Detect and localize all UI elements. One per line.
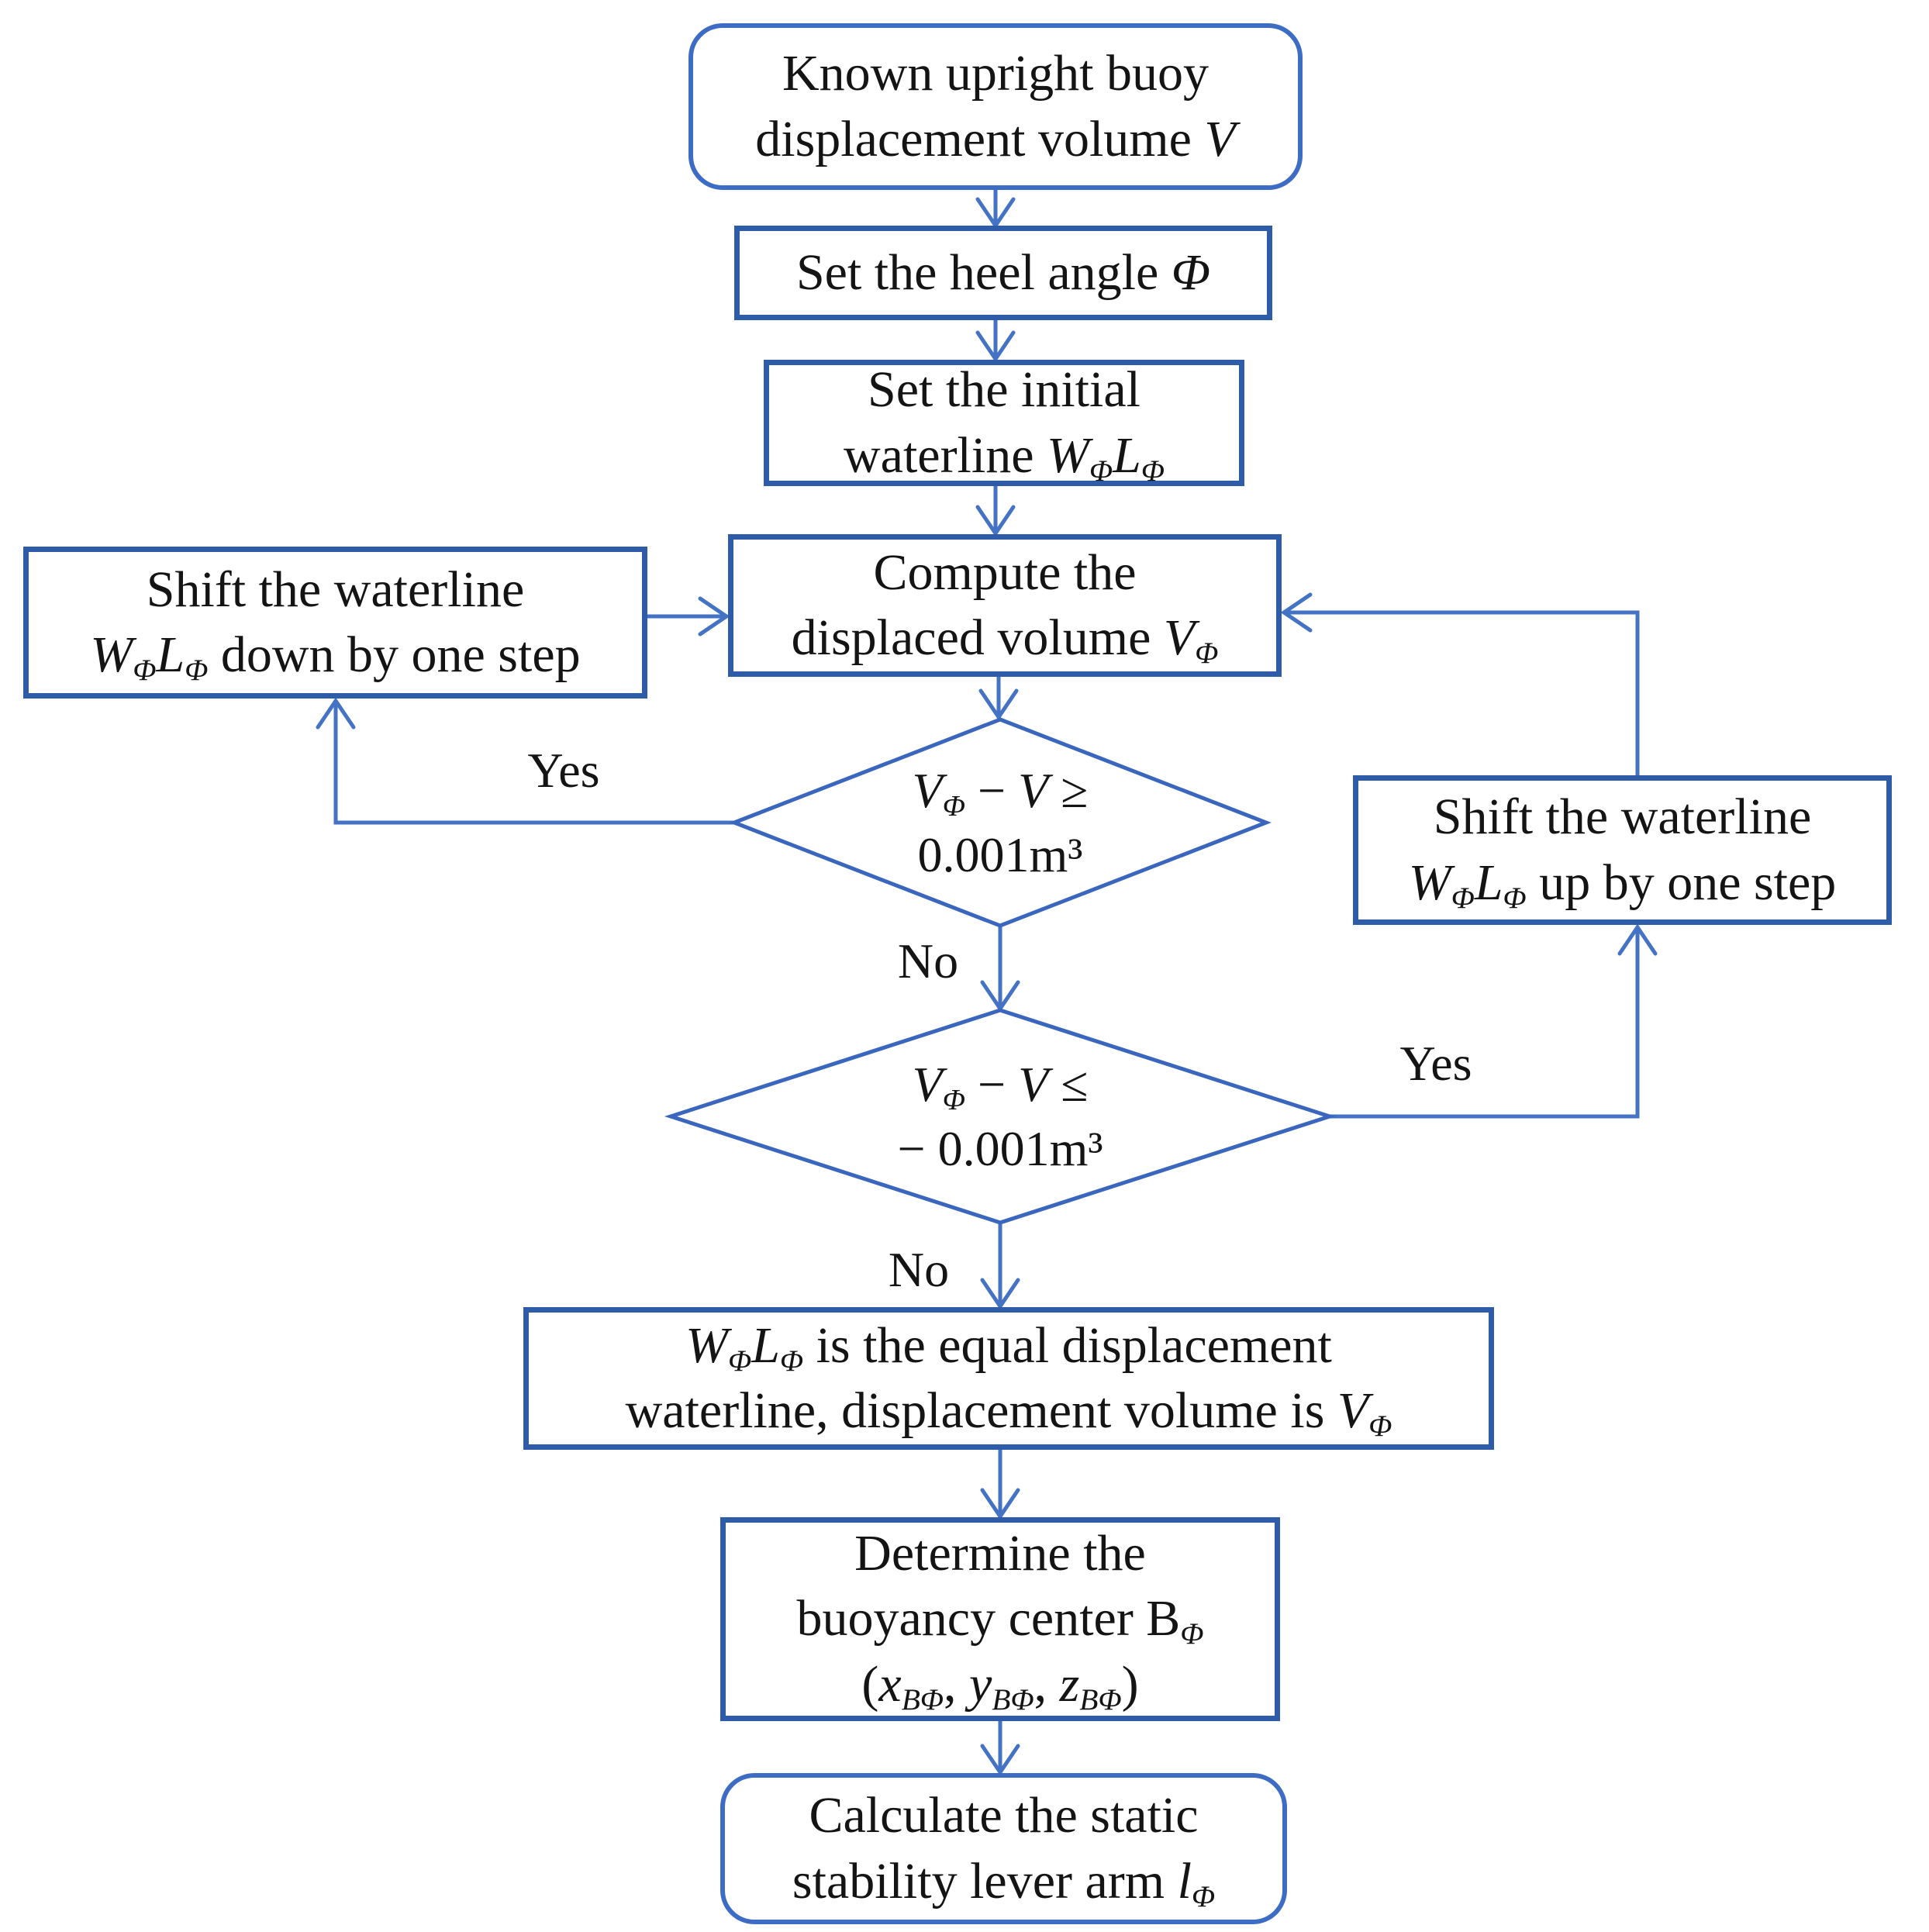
set-initial-waterline-line: waterline WΦLΦ [843,426,1165,488]
edge-check1-shiftdown-yes [333,701,734,825]
lever-arm-line: stability lever arm lΦ [792,1852,1216,1913]
buoyancy-center-line: Determine the [854,1524,1146,1582]
arrowhead-up-icon [1617,923,1658,956]
label-yes-left: Yes [527,743,600,798]
start-node: Known upright buoy displacement volume V [688,23,1303,190]
label-no-second: No [888,1242,950,1297]
arrowhead-down-icon [980,1488,1020,1520]
arrowhead-down-icon [980,1278,1020,1310]
set-initial-waterline-box: Set the initial waterline WΦLΦ [764,360,1244,486]
arrowhead-down-icon [975,505,1016,537]
label-no-first: No [897,933,959,988]
decision-volume-less-shape [664,1008,1337,1225]
shift-up-line: WΦLΦ up by one step [1408,854,1837,915]
decision-volume-greater-line: VΦ − V ≥ [912,762,1089,823]
label-yes-right: Yes [1399,1036,1472,1091]
decision-volume-less-line: − 0.001m³ [897,1121,1103,1176]
shift-down-box: Shift the waterline WΦLΦ down by one ste… [23,547,647,699]
shift-down-line: WΦLΦ down by one step [90,626,581,688]
arrowhead-down-icon [980,1744,1020,1776]
arrowhead-up-icon [316,697,356,730]
shift-up-box: Shift the waterline WΦLΦ up by one step [1353,775,1892,925]
compute-volume-line: displaced volume VΦ [791,609,1219,671]
buoyancy-center-box: Determine the buoyancy center BΦ (xBΦ, y… [720,1517,1280,1721]
lever-arm-node: Calculate the static stability lever arm… [720,1773,1287,1924]
lever-arm-line: Calculate the static [809,1787,1199,1844]
arrowhead-down-icon [978,688,1019,721]
decision-volume-greater-line: 0.001m³ [917,827,1083,882]
buoyancy-center-line: buoyancy center BΦ [796,1590,1204,1651]
decision-volume-greater: VΦ − V ≥ 0.001m³ [768,743,1233,902]
start-node-line: Known upright buoy [782,45,1209,102]
equal-displacement-line: WΦLΦ is the equal displacement [685,1316,1332,1378]
decision-volume-greater-shape [729,717,1272,928]
shift-up-line: Shift the waterline [1433,788,1812,846]
decision-volume-less: VΦ − V ≤ − 0.001m³ [729,1035,1272,1198]
buoyancy-center-line: (xBΦ, yBΦ, zBΦ) [861,1655,1139,1716]
equal-displacement-box: WΦLΦ is the equal displacement waterline… [523,1307,1494,1450]
edge-check2-shiftup-yes [1330,927,1640,1119]
set-initial-waterline-line: Set the initial [868,361,1140,419]
compute-volume-line: Compute the [873,543,1137,601]
arrowhead-down-icon [975,330,1016,363]
shift-down-line: Shift the waterline [146,561,525,618]
start-node-line: displacement volume V [755,110,1236,167]
set-heel-angle-box: Set the heel angle Φ [734,226,1272,320]
equal-displacement-line: waterline, displacement volume is VΦ [625,1382,1392,1444]
arrowhead-right-icon [698,596,730,637]
arrowhead-left-icon [1280,592,1313,633]
set-heel-angle-line: Set the heel angle Φ [795,243,1211,301]
compute-volume-box: Compute the displaced volume VΦ [728,534,1282,677]
edge-shiftup-compute [1284,610,1640,775]
decision-volume-less-line: VΦ − V ≤ [912,1056,1089,1116]
